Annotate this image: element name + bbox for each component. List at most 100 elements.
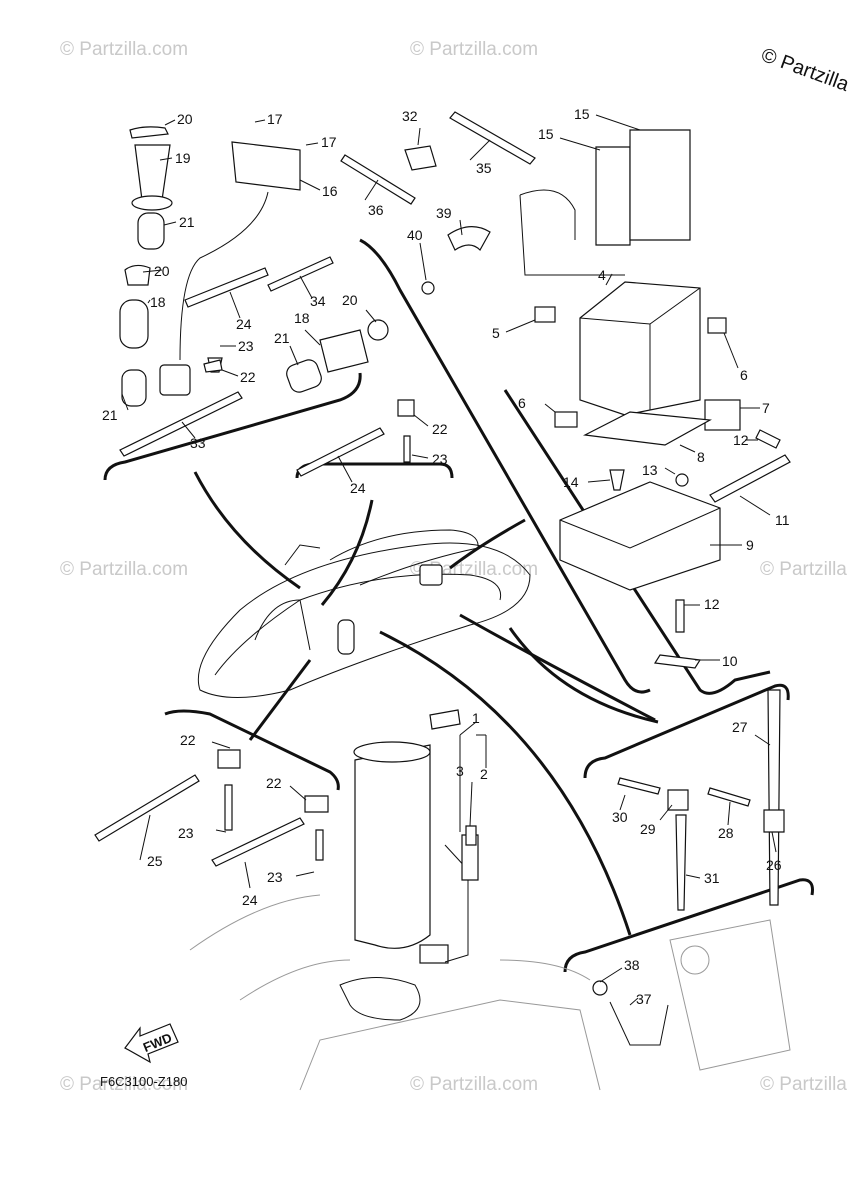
handlebar: [284, 544, 321, 566]
callout-20: 20: [177, 111, 193, 127]
callout-29: 29: [640, 821, 656, 837]
ground-lead-37: [609, 1001, 669, 1046]
watermark: © Partzilla.com: [410, 39, 538, 60]
clip-20b: [124, 264, 151, 286]
clip-20c: [367, 319, 389, 341]
top-mid-parts: [296, 399, 415, 477]
bracket-bottom-left: [164, 709, 340, 791]
tank-opening: [339, 977, 421, 1021]
engine-outline: [669, 919, 791, 1071]
bolt-40: [421, 281, 435, 295]
callout-5: 5: [492, 325, 500, 341]
mat-8: [582, 411, 712, 446]
callout-2: 2: [480, 766, 488, 782]
clip-part: [129, 126, 169, 139]
sender-float: [419, 944, 449, 964]
callout-33: 33: [190, 435, 206, 451]
callout-6: 6: [740, 367, 748, 383]
rivet-12a: [755, 429, 781, 449]
cable-tie-33: [119, 391, 243, 457]
callout-23: 23: [432, 451, 448, 467]
callout-23: 23: [178, 825, 194, 841]
pad-6b: [554, 411, 578, 428]
callout-3: 3: [456, 763, 464, 779]
leader-ground: [379, 630, 632, 936]
callout-24: 24: [350, 480, 366, 496]
callout-24: 24: [242, 892, 258, 908]
bracket-top-left: [103, 372, 362, 481]
rivet-23c: [224, 784, 233, 831]
band-15a: [595, 146, 631, 246]
callout-21: 21: [179, 214, 195, 230]
rivet-23d: [315, 829, 324, 861]
callout-4: 4: [598, 267, 606, 283]
bolt-38: [592, 980, 608, 996]
holder-32: [404, 145, 437, 171]
callout-9: 9: [746, 537, 754, 553]
clamp-22c: [217, 749, 241, 769]
cap-base-part: [131, 195, 173, 211]
fuel-pump-location: [337, 619, 355, 655]
callout-15: 15: [574, 106, 590, 122]
bracket-battery-left: [359, 238, 651, 694]
callout-1: 1: [472, 710, 480, 726]
callout-22: 22: [432, 421, 448, 437]
callout-40: 40: [407, 227, 423, 243]
callout-17: 17: [321, 134, 337, 150]
cable-tie-34: [267, 256, 334, 292]
clamp-22b: [397, 399, 415, 417]
cable-tie-36: [340, 154, 416, 205]
sender-wire: [444, 844, 469, 963]
battery-4: [579, 281, 701, 416]
cable-tie-27: [767, 689, 781, 906]
bottom-left-parts: [94, 749, 329, 867]
callout-10: 10: [722, 653, 738, 669]
fuse-box-part: [231, 141, 301, 191]
callout-14: 14: [563, 474, 579, 490]
bracket-11: [709, 454, 791, 503]
bracket-battery-right: [503, 389, 771, 695]
callout-20: 20: [154, 263, 170, 279]
bracket-ground: [563, 878, 814, 973]
cable-tie-25: [94, 774, 200, 842]
seat-outline: [329, 529, 479, 586]
harness-wire: [179, 191, 269, 361]
pump-fitting: [429, 709, 461, 730]
leader-lines: [193, 471, 659, 936]
callout-16: 16: [322, 183, 338, 199]
callout-18: 18: [150, 294, 166, 310]
clamp-26: [763, 809, 785, 833]
callout-21: 21: [102, 407, 118, 423]
fastener-parts: [617, 689, 785, 911]
band-10: [653, 654, 702, 669]
bg-line: [239, 959, 351, 1001]
fuel-pump-1: [354, 744, 431, 949]
connector-2: [465, 825, 477, 846]
watercraft: [197, 529, 531, 698]
fuse-holder-18a: [119, 299, 149, 349]
callout-18: 18: [294, 310, 310, 326]
callout-19: 19: [175, 150, 191, 166]
cable-tie-24c: [211, 817, 305, 867]
callout-8: 8: [697, 449, 705, 465]
rivet-23b: [403, 435, 411, 463]
callout-30: 30: [612, 809, 628, 825]
callout-26: 26: [766, 857, 782, 873]
terminal-wire-frame: [519, 194, 625, 276]
callout-37: 37: [636, 991, 652, 1007]
terminal-cable: [519, 189, 576, 240]
rivet-28: [707, 787, 751, 807]
callout-15: 15: [538, 126, 554, 142]
windshield: [254, 599, 311, 651]
callout-leaders: [121, 114, 777, 1006]
battery-box-9: [559, 481, 721, 591]
cable-tie-24b: [296, 427, 385, 477]
rivet-30: [617, 777, 661, 795]
callout-13: 13: [642, 462, 658, 478]
callout-31: 31: [704, 870, 720, 886]
pad-5: [534, 306, 556, 323]
diagram-code: F6C3100-Z180: [100, 1074, 187, 1089]
ground-parts: [592, 919, 791, 1071]
watermark: © Partzilla.com: [760, 1074, 848, 1095]
cable-tie-31: [675, 814, 687, 911]
